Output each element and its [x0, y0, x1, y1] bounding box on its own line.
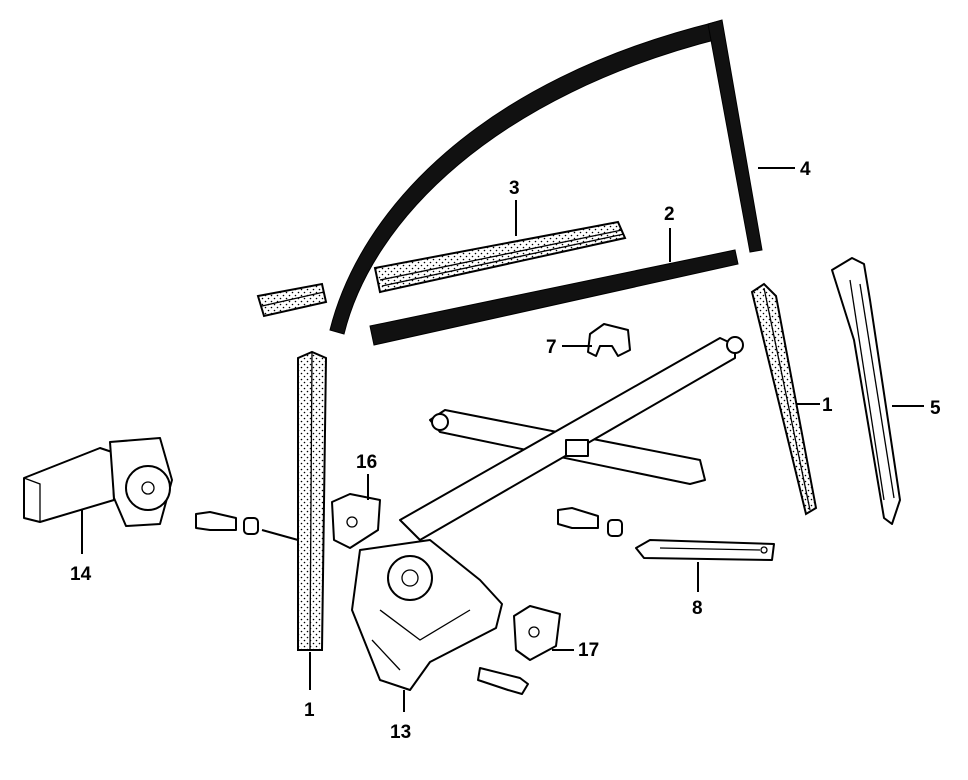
rear-guide-rail-part-5 — [831, 257, 901, 525]
label-13: 13 — [390, 722, 411, 743]
bracket-part-17 — [513, 605, 561, 661]
regulator-scissor-arms — [399, 336, 744, 541]
outer-belt-seal-part-2 — [369, 249, 739, 346]
inner-belt-strip-part-3 — [256, 220, 627, 318]
label-7: 7 — [546, 337, 557, 358]
clip-part-7 — [587, 323, 631, 357]
leader-lines — [81, 167, 924, 712]
label-14: 14 — [70, 564, 92, 585]
door-frame-seal-part-4 — [329, 19, 763, 335]
label-8: 8 — [692, 598, 703, 619]
bolt-left — [195, 511, 259, 535]
regulator-motor-part-14 — [23, 437, 173, 527]
part-labels: 1 1 2 3 4 5 7 8 13 14 16 17 — [70, 159, 941, 743]
glass-run-channel-front-part-1 — [297, 350, 328, 651]
bolt-bottom — [477, 667, 529, 695]
label-17: 17 — [578, 640, 599, 661]
label-5: 5 — [930, 398, 941, 419]
glass-run-channel-rear-part-1 — [750, 282, 818, 516]
bracket-part-16 — [331, 493, 381, 549]
label-16: 16 — [356, 452, 377, 473]
label-3: 3 — [509, 178, 520, 199]
label-2: 2 — [664, 204, 675, 225]
label-1-left: 1 — [304, 700, 315, 721]
guide-plate-part-8 — [635, 539, 775, 561]
regulator-backplate-part-13 — [351, 539, 503, 691]
label-4: 4 — [800, 159, 811, 180]
label-1-right: 1 — [822, 395, 833, 416]
bolt-right — [557, 507, 623, 537]
